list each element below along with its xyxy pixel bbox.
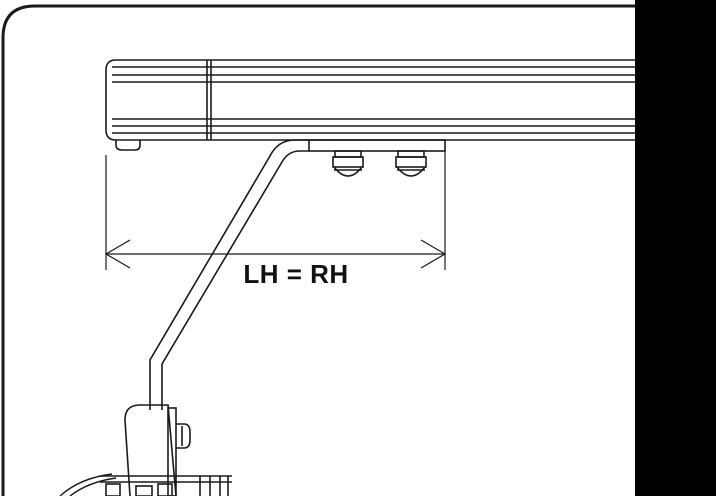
- bolt-left: [332, 150, 364, 177]
- dimension-label: LH = RH: [243, 259, 348, 289]
- side-bar: [635, 0, 716, 496]
- arrowhead-left: [104, 239, 131, 269]
- lower-bracket: [124, 404, 191, 496]
- rail-foot: [115, 140, 141, 151]
- bracket-arm: [149, 139, 309, 410]
- arrowhead-right: [420, 239, 447, 269]
- frame-border: [1, 4, 635, 496]
- mounting-plate: [308, 139, 446, 152]
- cable: [59, 473, 117, 496]
- dimension-lines: [104, 150, 447, 270]
- bottom-rail: [100, 475, 232, 496]
- rail-profile: [105, 59, 635, 141]
- bolt-right: [395, 150, 427, 177]
